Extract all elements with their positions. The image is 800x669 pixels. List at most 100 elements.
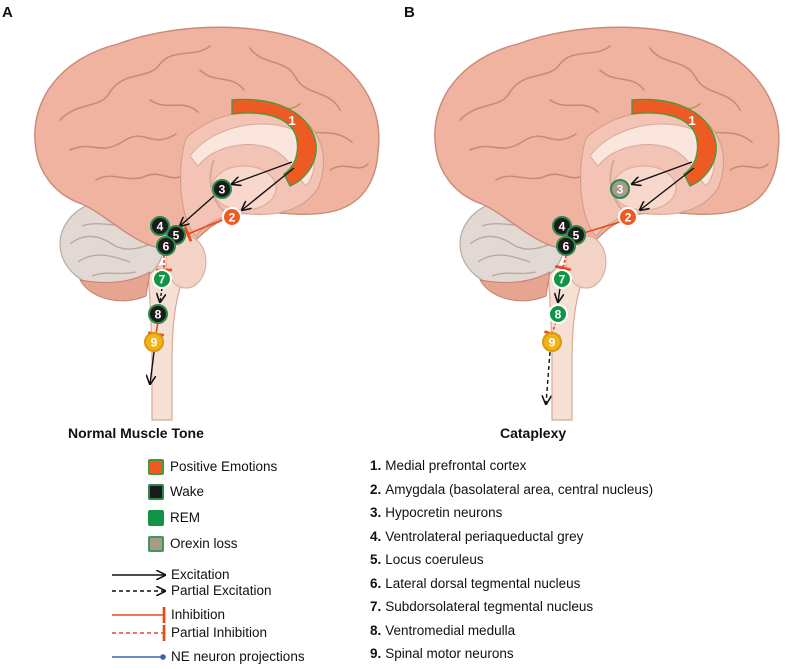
- legend-swatch-wake: [148, 484, 164, 500]
- panel-a-node-8-circle: [148, 304, 168, 324]
- panel-b-brain-illustration: [433, 26, 780, 421]
- panel-b-node-4: 4: [552, 216, 572, 236]
- panel-a-node-8-label: 8: [155, 308, 162, 322]
- panel-b-node-9-circle: [542, 332, 562, 352]
- list-item-number: 7.: [370, 599, 382, 614]
- list-item-text: Locus coeruleus: [385, 552, 484, 567]
- legend-partial-inhibition-label: Partial Inhibition: [171, 625, 268, 640]
- b-edge-6-7: [554, 254, 572, 272]
- list-item-text: Lateral dorsal tegmental nucleus: [385, 575, 581, 591]
- panel-b-nodes: 1 2 3 456 7 8 9: [542, 113, 696, 352]
- panel-a-node-4-label: 4: [157, 220, 164, 234]
- panel-a-node-3-label: 3: [219, 183, 226, 197]
- panel-b-node-1-label: 1: [688, 113, 695, 128]
- panel-b-node-8-circle: [548, 304, 568, 324]
- panel-b-node-9: 9: [542, 332, 562, 352]
- panel-a-node-7-label: 7: [159, 273, 166, 287]
- region-numbered-list: 1.Medial prefrontal cortex 2.Amygdala (b…: [370, 457, 653, 669]
- panel-b-node-5-label: 5: [573, 229, 580, 243]
- legend-arrow-samples: [112, 575, 166, 660]
- legend-swatch-positive: [148, 459, 164, 475]
- panel-b-prefrontal-band: [631, 98, 717, 187]
- legend-ne-projections-label: NE neuron projections: [171, 649, 305, 664]
- list-item-number: 4.: [370, 528, 382, 544]
- b-edge-1-3: [632, 161, 693, 184]
- list-item-number: 9.: [370, 646, 382, 661]
- a-edge-9-out: [150, 351, 154, 384]
- list-item: 5.Locus coeruleus: [370, 551, 653, 575]
- panel-b-node-9-label: 9: [549, 336, 556, 350]
- panel-a-node-9-label: 9: [151, 336, 158, 350]
- list-item: 2.Amygdala (basolateral area, central nu…: [370, 481, 653, 505]
- panel-b-node-3: 3: [610, 179, 630, 199]
- panel-a-node-4-circle: [150, 216, 170, 236]
- list-item: 3.Hypocretin neurons: [370, 504, 653, 528]
- panel-b-node-7-circle: [552, 269, 572, 289]
- list-item: 1.Medial prefrontal cortex: [370, 457, 653, 481]
- list-item-text: Amygdala (basolateral area, central nucl…: [385, 481, 654, 497]
- legend-swatch-rem: [148, 510, 164, 526]
- list-item-text: Hypocretin neurons: [385, 505, 503, 520]
- panel-b-node-7: 7: [552, 269, 572, 289]
- a-edge-8-9: [147, 321, 165, 337]
- list-item-text: Ventromedial medulla: [385, 622, 516, 638]
- list-item-number: 5.: [370, 552, 382, 567]
- panel-a-node-2-label: 2: [229, 211, 236, 225]
- legend-swatch-orexin-loss: [148, 536, 164, 552]
- panel-a-node-6-circle: [156, 236, 176, 256]
- legend-excitation-label: Excitation: [171, 567, 230, 582]
- a-edge-7-8: [160, 287, 162, 302]
- list-item-number: 2.: [370, 481, 382, 497]
- list-item-number: 8.: [370, 622, 382, 638]
- panel-a-node-2-circle: [222, 207, 242, 227]
- a-edge-1-2: [242, 167, 295, 210]
- panel-b-node-3-circle: [610, 179, 630, 199]
- panel-a-node-9: 9: [144, 332, 164, 352]
- panel-a-node-3-circle: [212, 179, 232, 199]
- panel-b-node-2-circle: [618, 207, 638, 227]
- legend-label-positive: Positive Emotions: [170, 459, 278, 474]
- list-item-number: 6.: [370, 575, 382, 591]
- panel-a-node-7-circle: [152, 269, 172, 289]
- list-item-number: 1.: [370, 458, 382, 473]
- panel-a-node-8: 8: [148, 304, 168, 324]
- panel-a-letter: A: [2, 4, 13, 21]
- panel-a-node-5-label: 5: [173, 229, 180, 243]
- panel-a-title: Normal Muscle Tone: [68, 425, 204, 441]
- panel-b-node-4-circle: [552, 216, 572, 236]
- list-item: 4.Ventrolateral periaqueductal grey: [370, 528, 653, 552]
- panel-a-node-7: 7: [152, 269, 172, 289]
- b-edge-8-9: [543, 321, 561, 338]
- panel-b-node-4-label: 4: [559, 220, 566, 234]
- panel-b-node-6: 6: [556, 236, 576, 256]
- panel-a-brain-illustration: [33, 26, 380, 421]
- panel-b-node-7-label: 7: [559, 273, 566, 287]
- panel-b-node-6-circle: [556, 236, 576, 256]
- panel-b-connections: [543, 161, 695, 404]
- b-edge-2-5: [576, 221, 621, 243]
- legend-partial-excitation-label: Partial Excitation: [171, 583, 272, 598]
- list-item-text: Subdorsolateral tegmental nucleus: [385, 599, 594, 614]
- list-item: 8.Ventromedial medulla: [370, 622, 653, 646]
- b-edge-1-2: [640, 167, 695, 210]
- panel-b-node-6-label: 6: [563, 240, 570, 254]
- a-edge-3-5: [180, 195, 215, 226]
- list-item-text: Medial prefrontal cortex: [385, 458, 527, 473]
- b-edge-9-out: [546, 351, 550, 404]
- panel-a-node-6: 6: [156, 236, 176, 256]
- panel-b-node-2-label: 2: [625, 211, 632, 225]
- panel-a-node-6-label: 6: [163, 240, 170, 254]
- b-edge-7-8: [558, 287, 560, 302]
- a-edge-1-3: [232, 161, 293, 184]
- legend-label-wake: Wake: [170, 484, 205, 499]
- panel-b-node-2: 2: [618, 207, 638, 227]
- panel-b-letter: B: [404, 4, 415, 21]
- legend-label-orexin-loss: Orexin loss: [170, 536, 238, 551]
- panel-a-prefrontal-band: [231, 98, 317, 187]
- list-item: 9.Spinal motor neurons: [370, 645, 653, 669]
- panel-a-node-4: 4: [150, 216, 170, 236]
- panel-a-node-2: 2: [222, 207, 242, 227]
- panel-b-node-8: 8: [548, 304, 568, 324]
